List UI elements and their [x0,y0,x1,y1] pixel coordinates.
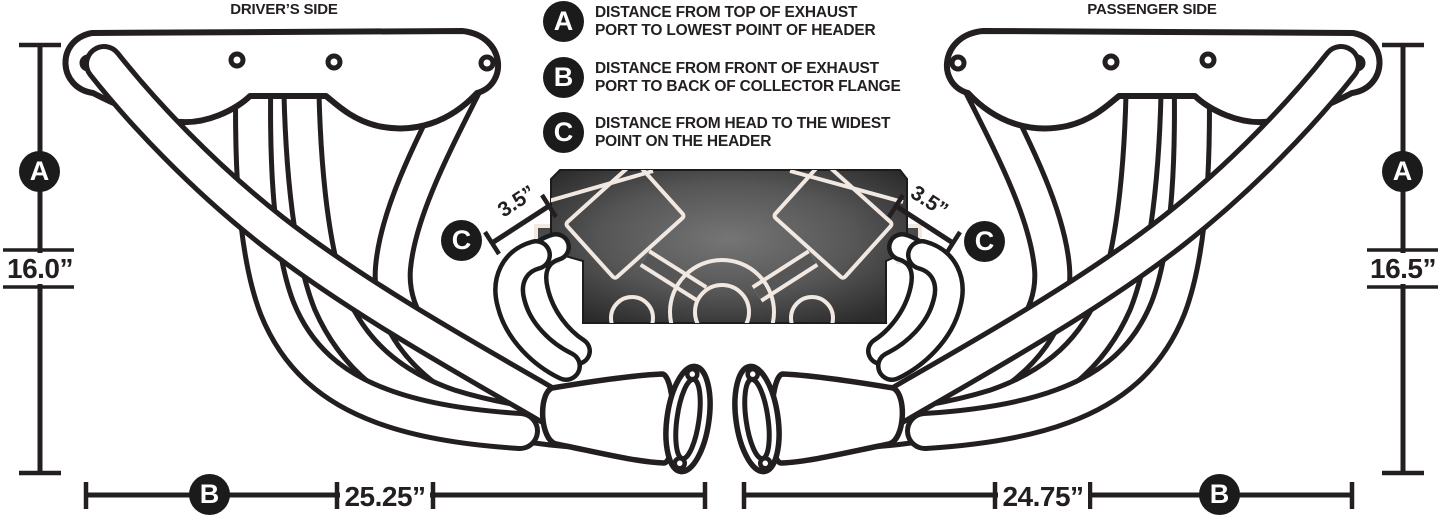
engine-crank-outer [668,258,776,323]
measurement-b-driver: 25.25” [340,481,430,512]
badge-c-passenger: C [964,221,1005,262]
legend-text-b: DISTANCE FROM FRONT OF EXHAUST PORT TO B… [595,60,901,95]
engine-crank-inner [693,283,751,323]
engine-piston-right [772,170,894,280]
measurement-a-passenger: 16.5” [1364,253,1442,284]
engine-cross-section [534,169,922,324]
badge-b-driver: B [189,474,230,515]
dimension-c-passenger [887,193,962,256]
measurement-b-passenger: 24.75” [998,481,1088,512]
legend-badge-b: B [543,57,584,98]
engine-counterweight-left [609,295,655,323]
legend-text-a: DISTANCE FROM TOP OF EXHAUST PORT TO LOW… [595,4,876,39]
elbow-tube-driver [509,247,577,366]
badge-a-passenger: A [1382,151,1423,192]
driver-side-title: DRIVER’S SIDE [230,1,338,18]
elbow-tube-passenger [881,247,949,366]
dimension-c-driver [483,193,558,256]
legend-text-c: DISTANCE FROM HEAD TO THE WIDEST POINT O… [595,115,891,150]
passenger-side-title: PASSENGER SIDE [1087,1,1217,18]
legend-badge-c: C [543,112,584,153]
engine-counterweight-right [789,295,835,323]
badge-b-passenger: B [1199,474,1240,515]
measurement-a-driver: 16.0” [1,253,79,284]
engine-piston-left [564,170,686,280]
badge-c-driver: C [441,220,482,261]
legend-badge-a: A [543,1,584,42]
engine-head-line-left [551,170,654,204]
badge-a-driver: A [19,151,60,192]
